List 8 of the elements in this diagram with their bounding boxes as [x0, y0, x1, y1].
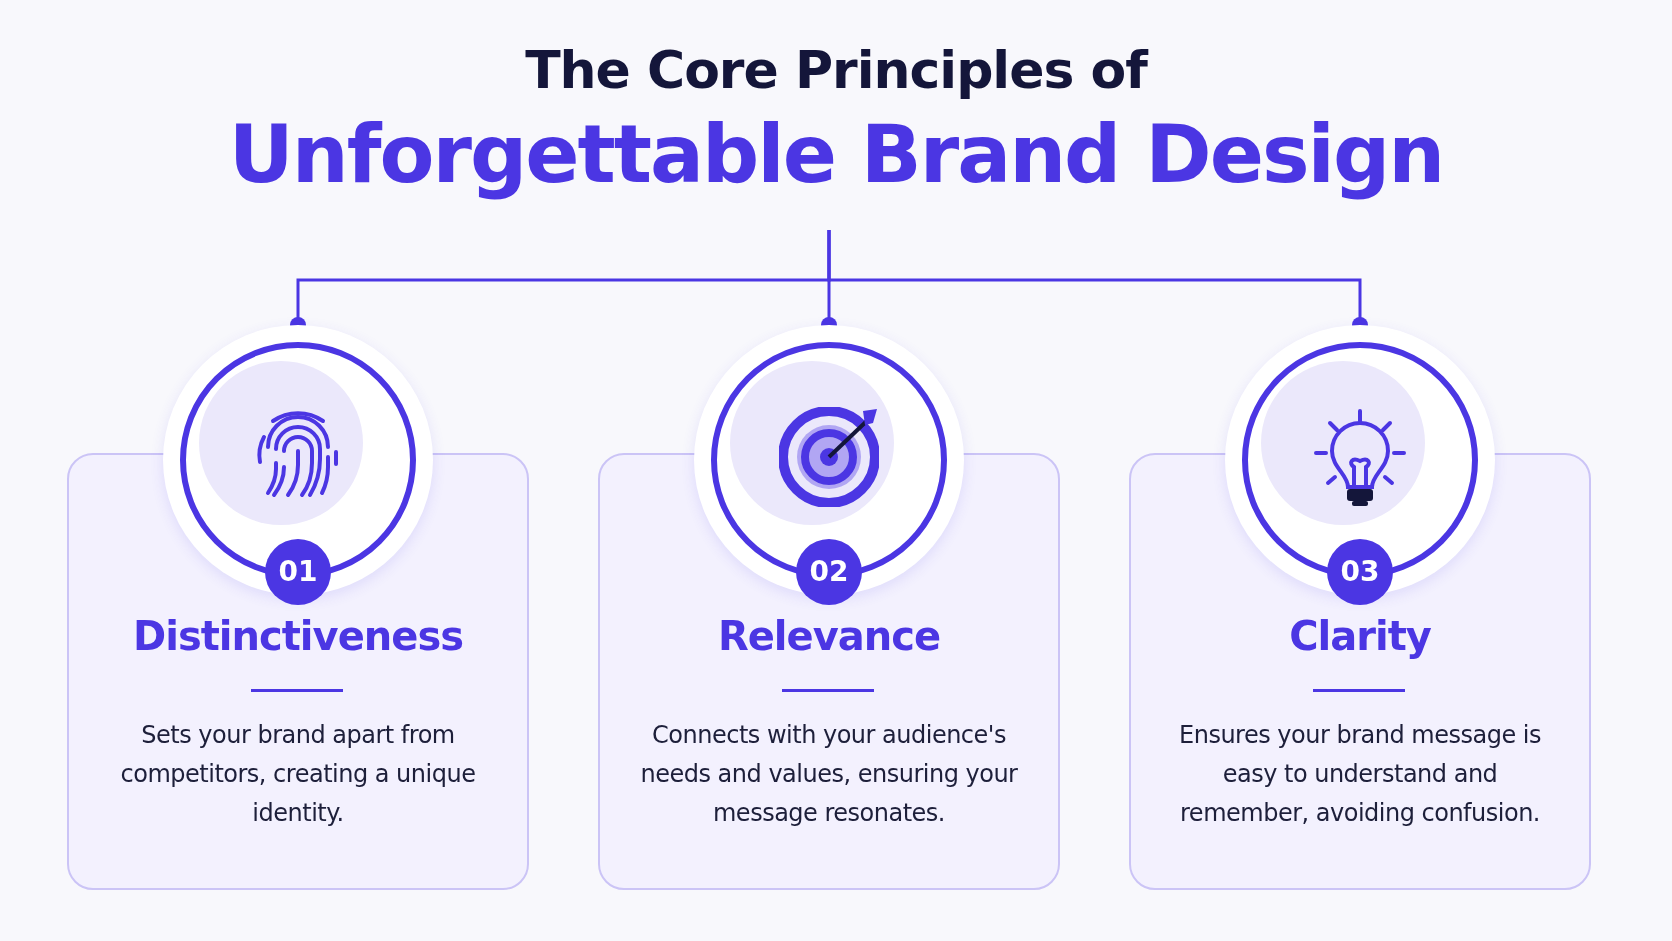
- card-heading: Clarity: [1288, 613, 1432, 659]
- card-heading: Distinctiveness: [132, 613, 464, 659]
- title-highlight: Unforgettable Brand Design: [228, 108, 1444, 201]
- title: The Core Principles of: [525, 40, 1147, 100]
- card-heading: Relevance: [716, 613, 942, 659]
- card-description: Ensures your brand message is easy to understand and remember, avoiding confusion.: [1178, 720, 1542, 829]
- card-description: Sets your brand apart from competitors, creating a unique identity.: [119, 720, 477, 829]
- card-description: Connects with your audience's needs and values, ensuring your message resonates.: [639, 720, 1019, 829]
